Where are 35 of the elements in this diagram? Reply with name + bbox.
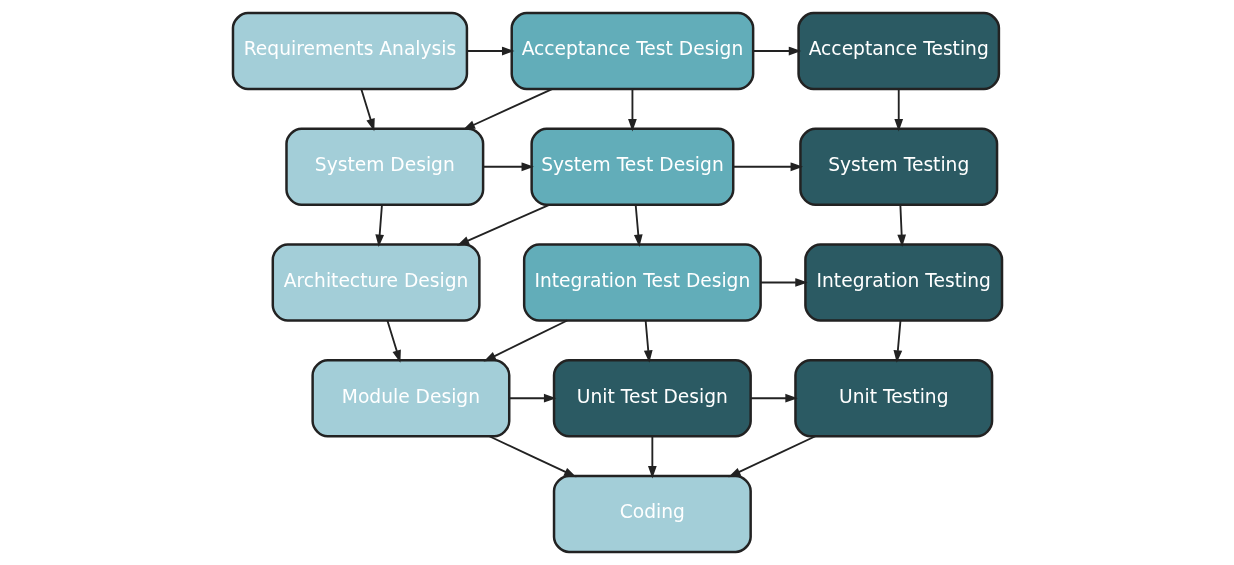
arrow: [749, 393, 798, 403]
node-box: Acceptance Test Design: [510, 11, 754, 91]
arrow: [466, 46, 514, 56]
node-box: Unit Test Design: [552, 359, 752, 438]
node-box: Integration Test Design: [522, 243, 762, 322]
arrow: [385, 319, 401, 363]
arrow: [893, 319, 902, 363]
node-box: Requirements Analysis: [231, 11, 468, 91]
arrow: [482, 162, 534, 172]
arrow: [359, 88, 375, 132]
node-box: Module Design: [310, 359, 510, 438]
arrow: [896, 203, 906, 248]
arrow: [731, 162, 803, 172]
arrow: [487, 435, 576, 478]
node-box: Architecture Design: [271, 243, 481, 322]
arrow: [508, 393, 556, 403]
node-box: Coding: [552, 474, 752, 554]
arrow: [759, 278, 808, 287]
node-box: System Test Design: [529, 127, 734, 206]
node-box: Unit Testing: [793, 359, 993, 438]
node-box: System Testing: [798, 127, 998, 206]
arrow: [627, 88, 637, 132]
arrow: [462, 88, 553, 130]
arrow: [643, 319, 653, 363]
arrow: [374, 203, 384, 248]
arrow: [727, 435, 816, 478]
node-box: System Design: [284, 127, 484, 206]
arrow: [456, 203, 550, 246]
arrow: [893, 88, 903, 132]
arrow: [752, 46, 801, 56]
node-box: Acceptance Testing: [796, 11, 1000, 91]
arrow: [647, 435, 657, 479]
arrow: [483, 319, 568, 362]
arrow: [633, 203, 643, 248]
node-box: Integration Testing: [803, 243, 1003, 322]
